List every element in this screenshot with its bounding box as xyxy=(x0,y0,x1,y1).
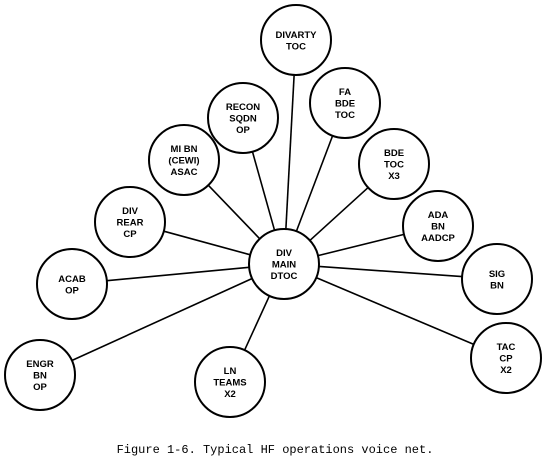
node-label-line: ACAB xyxy=(58,274,86,285)
node-label-line: TOC xyxy=(335,110,355,121)
node-label-line: OP xyxy=(236,125,250,136)
node-label-line: FA xyxy=(339,87,351,98)
node-label-line: DIV xyxy=(122,206,139,217)
link-tac-cp-x2 xyxy=(315,276,475,346)
link-divarty-toc xyxy=(285,74,295,230)
node-circle xyxy=(248,228,320,300)
link-engr-bn-op xyxy=(71,277,253,362)
link-bde-toc-x3 xyxy=(309,186,369,242)
node-label-line: TOC xyxy=(286,41,306,52)
node-circle xyxy=(470,322,542,394)
node-label-line: OP xyxy=(65,285,79,296)
link-sig-bn xyxy=(318,265,463,278)
link-recon-sqdn-op xyxy=(251,151,276,231)
link-fa-bde-toc xyxy=(295,135,334,232)
node-label-line: X3 xyxy=(388,171,400,182)
node-label-line: BDE xyxy=(384,148,404,159)
node-label-line: RECON xyxy=(226,102,260,113)
node-circle xyxy=(309,67,381,139)
link-acab-op xyxy=(106,266,250,282)
node-circle xyxy=(4,339,76,411)
node-label-line: MI BN xyxy=(171,144,198,155)
link-ln-teams-x2 xyxy=(243,295,271,351)
links-layer xyxy=(71,74,475,362)
node-label-line: (CEWI) xyxy=(168,156,199,167)
node-label-line: BN xyxy=(33,371,47,382)
node-label-line: OP xyxy=(33,382,47,393)
node-label-line: CP xyxy=(499,354,513,365)
node-label-line: CP xyxy=(123,229,137,240)
node-label-line: MAIN xyxy=(272,260,296,271)
node-label-line: TAC xyxy=(497,342,516,353)
node-label-line: SIG xyxy=(489,269,505,280)
node-circle xyxy=(402,190,474,262)
node-label-line: TEAMS xyxy=(213,378,246,389)
figure-caption: Figure 1-6. Typical HF operations voice … xyxy=(116,443,434,457)
node-label-line: ADA xyxy=(428,210,449,221)
node-label-line: LN xyxy=(224,366,237,377)
node-circle xyxy=(194,346,266,418)
node-label-line: AADCP xyxy=(421,233,455,244)
node-label-line: DTOC xyxy=(271,271,298,282)
node-circle xyxy=(358,128,430,200)
node-label-line: X2 xyxy=(500,365,512,376)
node-circle xyxy=(148,124,220,196)
node-circle xyxy=(94,186,166,258)
node-circle xyxy=(260,4,332,76)
link-div-rear-cp xyxy=(163,230,251,256)
node-circle xyxy=(207,82,279,154)
node-circle xyxy=(36,248,108,320)
node-label-line: SQDN xyxy=(229,114,257,125)
node-label-line: TOC xyxy=(384,160,404,171)
node-circle xyxy=(461,243,533,315)
node-label-line: BN xyxy=(431,222,445,233)
node-label-line: ASAC xyxy=(171,167,198,178)
node-label-line: BN xyxy=(490,280,504,291)
node-label-line: ENGR xyxy=(26,359,54,370)
node-label-line: X2 xyxy=(224,389,236,400)
link-ada-bn-aadcp xyxy=(317,233,405,257)
node-label-line: DIVARTY xyxy=(276,30,318,41)
node-label-line: REAR xyxy=(117,218,144,229)
node-label-line: DIV xyxy=(276,248,293,259)
node-label-line: BDE xyxy=(335,99,355,110)
node-mi-bn-cewi-asac: MI BN(CEWI)ASAC xyxy=(148,124,220,196)
link-mi-bn-cewi-asac xyxy=(207,184,261,240)
